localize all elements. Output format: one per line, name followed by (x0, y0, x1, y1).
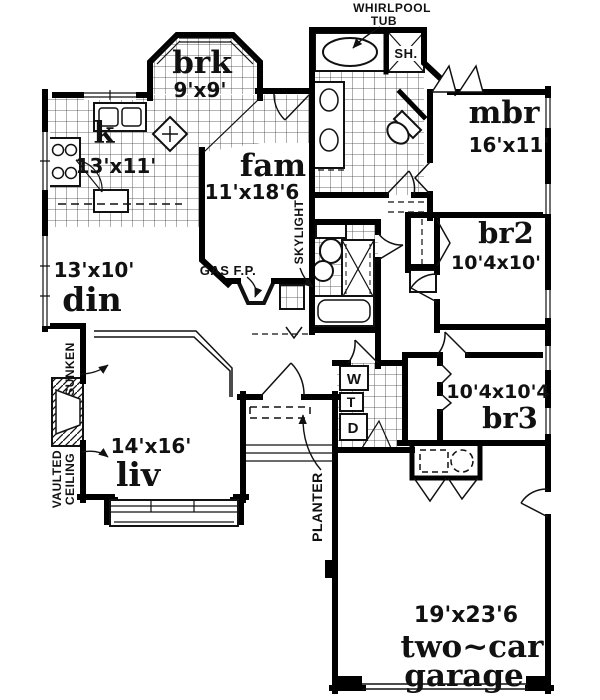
vanity-sink-1 (319, 88, 339, 112)
room-label-living-name: liv (116, 455, 161, 494)
laundry-door (347, 339, 379, 364)
room-label-living-dims: 14'x16' (111, 434, 192, 458)
powder-vanity (419, 449, 474, 473)
corner-cabinet-arc (75, 159, 103, 193)
room-label-br3-dims: 10'4x10'4 (446, 381, 549, 403)
br3-right-windows (543, 346, 553, 434)
room-label-garage-dims: 19'x23'6 (414, 603, 518, 628)
doors (259, 93, 549, 518)
windows (40, 36, 553, 690)
skylight-label: SKYLIGHT (292, 199, 306, 264)
kitchen-top-window (84, 90, 136, 100)
room-label-family-name: fam (240, 148, 306, 184)
labels: WHIRLPOOL TUB SH. brk 9'x9' k 13'x11' fa… (50, 1, 550, 694)
garage-side-door (520, 488, 549, 518)
gas-fp-label: GAS F.P. (200, 263, 257, 278)
whirlpool-label-line1: WHIRLPOOL (353, 1, 431, 15)
kitchen-sink (93, 102, 147, 132)
room-label-garage-name2: garage (404, 658, 524, 694)
hall-linen-dashes (388, 201, 426, 213)
room-label-family-dims: 11'x18'6 (205, 180, 300, 204)
room-label-br2-dims: 10'4x10' (451, 252, 541, 274)
main-toilet-bowl (319, 238, 343, 264)
steps-and-dashes (58, 97, 426, 462)
garage-door (362, 683, 528, 690)
annotation-arrows (79, 26, 381, 471)
skylight-arrow (299, 267, 314, 288)
br2-right-window (543, 290, 553, 318)
sunken-arrow (79, 364, 109, 375)
vaulted-label-line1: VAULTED (50, 450, 64, 508)
breakfast-bay-windows (152, 36, 258, 65)
br3-closet-bifold-1 (439, 362, 453, 386)
main-bath-shower (341, 239, 375, 299)
corridor-tile-edge (203, 97, 261, 153)
planter-dashes (249, 406, 311, 419)
room-label-dining-name: din (62, 280, 122, 319)
washer-label: W (347, 371, 362, 388)
br2-cabinet (409, 269, 437, 293)
powder-double-doors (413, 477, 479, 503)
room-label-garage-name1: two~car (401, 629, 545, 665)
living-fireplace (51, 377, 84, 447)
br3-closet-bifold-2 (439, 392, 453, 413)
dryer-box (339, 413, 368, 441)
mbr-door-mark (413, 161, 431, 195)
porch-steps (246, 444, 334, 462)
main-toilet-tank (315, 223, 347, 239)
laundry-stair-mark (361, 419, 392, 449)
laundry-tub-label: T (347, 394, 356, 410)
dining-left-window (40, 236, 50, 326)
room-label-kitchen-name: k (94, 116, 116, 151)
front-door (259, 362, 305, 398)
planter-label: PLANTER (309, 472, 325, 542)
planter-arrow (298, 414, 322, 471)
mbr-right-windows (543, 98, 553, 214)
whirlpool-label-line2: TUB (371, 14, 397, 28)
vaulted-label-line2: CEILING (63, 453, 77, 505)
hall-closet-bifold (285, 326, 303, 340)
main-bath-door (377, 232, 404, 261)
dryer-label: D (348, 420, 359, 437)
bathtub (313, 295, 375, 327)
room-label-kitchen-dims: 13'x11' (76, 154, 157, 178)
kitchen-ceiling-fixture (151, 115, 189, 153)
room-label-dining-dims: 13'x10' (54, 258, 135, 282)
shower-label: SH. (394, 46, 417, 61)
master-toilet (386, 109, 423, 145)
master-bath-door (385, 170, 416, 196)
room-label-mbr-name: mbr (469, 95, 540, 131)
laundry-tub-box (339, 392, 364, 412)
sunken-step-rail (94, 330, 233, 397)
whirlpool-tub (322, 37, 378, 67)
br3-door (436, 331, 469, 356)
mbr-corner-bay-windows (430, 64, 484, 93)
stove (47, 137, 81, 187)
room-label-breakfast-dims: 9'x9' (174, 78, 227, 102)
br2-door (410, 273, 438, 303)
gas-fp-arrow (246, 276, 263, 298)
vanity-sink-2 (319, 128, 339, 152)
kitchen-left-window (40, 132, 50, 190)
whirlpool-arrow (352, 26, 381, 49)
sunken-label: SUNKEN (63, 342, 77, 396)
washer-box (339, 365, 369, 391)
bath-corridor-door (273, 93, 311, 121)
room-label-br2-name: br2 (478, 216, 534, 250)
room-label-mbr-dims: 16'x11' (469, 133, 550, 157)
br2-closet-bifold (436, 219, 451, 267)
main-bath-sink (312, 260, 334, 282)
shower-label-bg (393, 46, 420, 61)
living-bay-window (109, 499, 239, 527)
room-label-breakfast-name: brk (172, 45, 233, 81)
vaulted-arrow (81, 448, 109, 458)
fixtures (47, 31, 474, 473)
dishwasher (93, 189, 129, 213)
hearth-tile (279, 284, 305, 310)
room-label-br3-name: br3 (482, 401, 538, 435)
breakfast-tile-floor (152, 35, 258, 94)
